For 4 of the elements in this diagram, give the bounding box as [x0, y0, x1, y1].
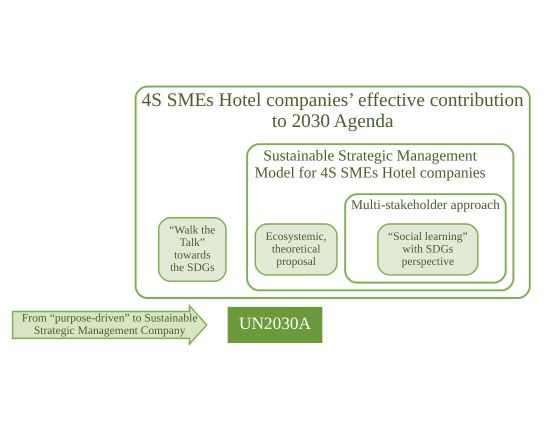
node-box: “Walk the Talk” towards the SDGs [158, 216, 227, 282]
node-box: Ecosystemic, theoretical proposal [254, 222, 338, 276]
node-box: UN2030A [228, 306, 322, 342]
node-box: “Social learning” with SDGs perspective [377, 222, 479, 276]
